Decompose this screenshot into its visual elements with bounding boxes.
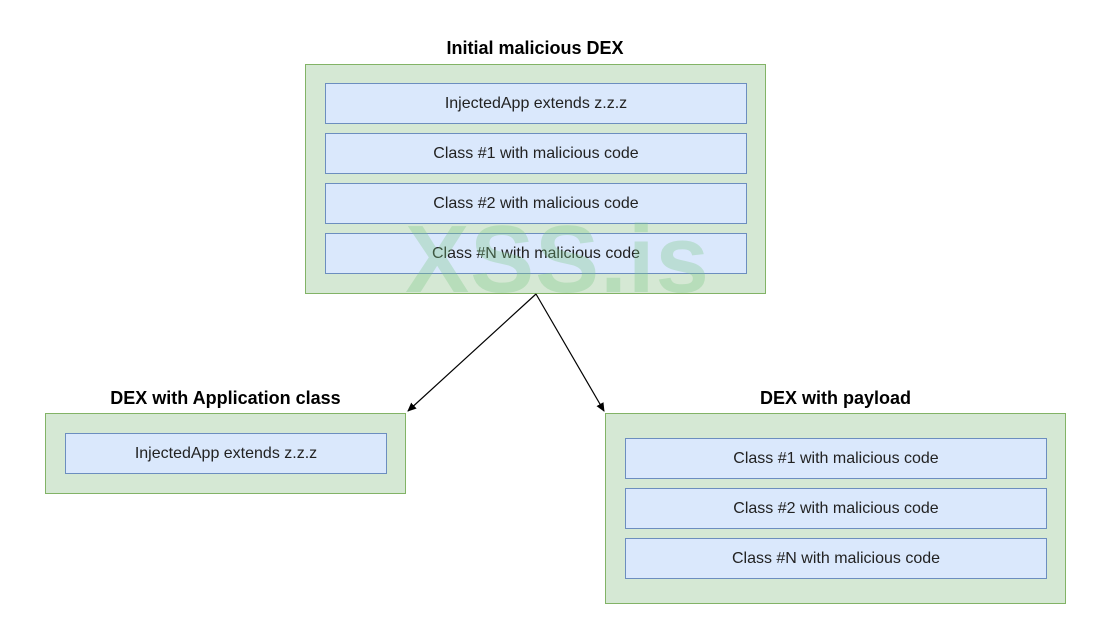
class-box: Class #1 with malicious code	[625, 438, 1047, 479]
class-box: Class #1 with malicious code	[325, 133, 747, 174]
app-dex-container: InjectedApp extends z.z.z	[45, 413, 406, 494]
payload-dex-container: Class #1 with malicious code Class #2 wi…	[605, 413, 1066, 604]
arrow-to-app-dex	[407, 293, 537, 412]
class-box: InjectedApp extends z.z.z	[65, 433, 387, 474]
initial-dex-title: Initial malicious DEX	[446, 38, 624, 58]
class-box: Class #2 with malicious code	[325, 183, 747, 224]
class-box: Class #N with malicious code	[625, 538, 1047, 579]
class-box: InjectedApp extends z.z.z	[325, 83, 747, 124]
payload-dex-title: DEX with payload	[759, 388, 912, 408]
class-box: Class #N with malicious code	[325, 233, 747, 274]
class-box: Class #2 with malicious code	[625, 488, 1047, 529]
app-dex-title: DEX with Application class	[110, 388, 341, 408]
initial-dex-container: InjectedApp extends z.z.z Class #1 with …	[305, 64, 766, 294]
arrow-to-payload-dex	[535, 293, 605, 412]
